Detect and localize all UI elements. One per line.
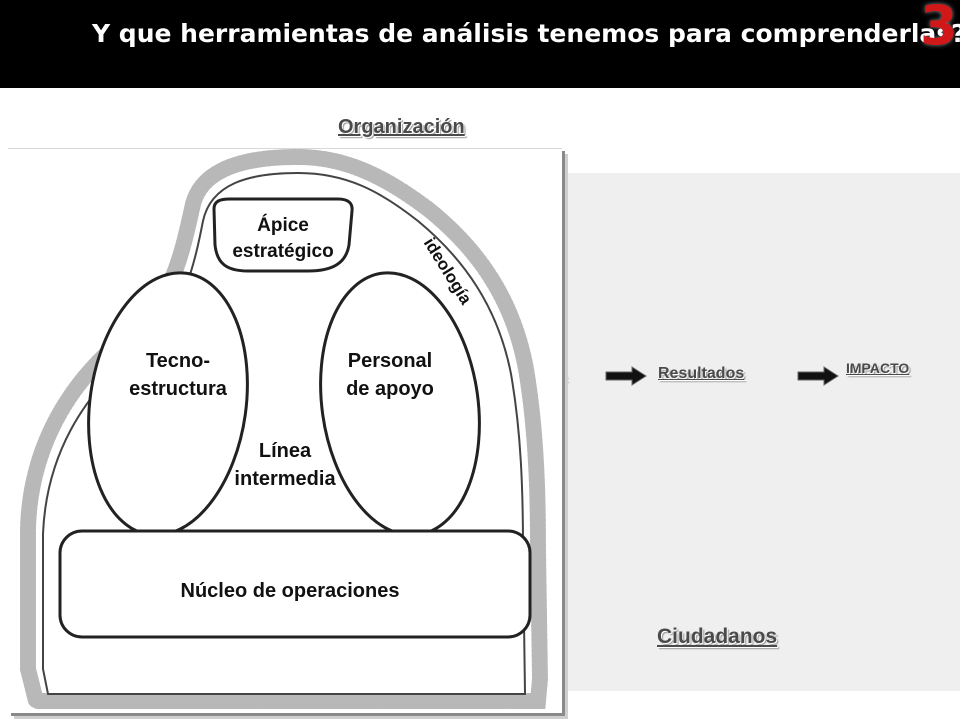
apex-shape	[212, 197, 354, 273]
slide-number: 3	[920, 0, 958, 57]
mintzberg-structure-figure: ideología Ápice estratégico Tecno- estru…	[8, 148, 562, 713]
support-staff-text-line2: de apoyo	[346, 378, 434, 400]
clipped-stage-label: s	[558, 366, 567, 383]
mintzberg-diagram: ideología Ápice estratégico Tecno- estru…	[20, 149, 549, 709]
results-label: Resultados	[658, 365, 745, 382]
operating-core-shape	[58, 529, 532, 639]
title-bar: Y que herramientas de análisis tenemos p…	[0, 0, 960, 88]
arrow-right-icon	[605, 366, 647, 386]
middle-line-text-line1: Línea	[259, 440, 312, 462]
value-chain-panel	[545, 173, 960, 691]
apex-text-line1: Ápice	[257, 214, 309, 236]
impact-label: IMPACTO	[846, 360, 910, 376]
apex-text-line2: estratégico	[232, 241, 333, 262]
middle-line-text-line2: intermedia	[234, 468, 336, 490]
operating-core-text: Núcleo de operaciones	[181, 580, 400, 602]
support-staff-text-line1: Personal	[348, 350, 432, 372]
citizens-label: Ciudadanos	[657, 625, 778, 648]
technostructure-text-line1: Tecno-	[146, 350, 210, 372]
technostructure-text-line2: estructura	[129, 378, 228, 400]
arrow-right-icon	[797, 366, 839, 386]
slide-title: Y que herramientas de análisis tenemos p…	[92, 19, 960, 48]
organization-label: Organización	[338, 116, 465, 138]
